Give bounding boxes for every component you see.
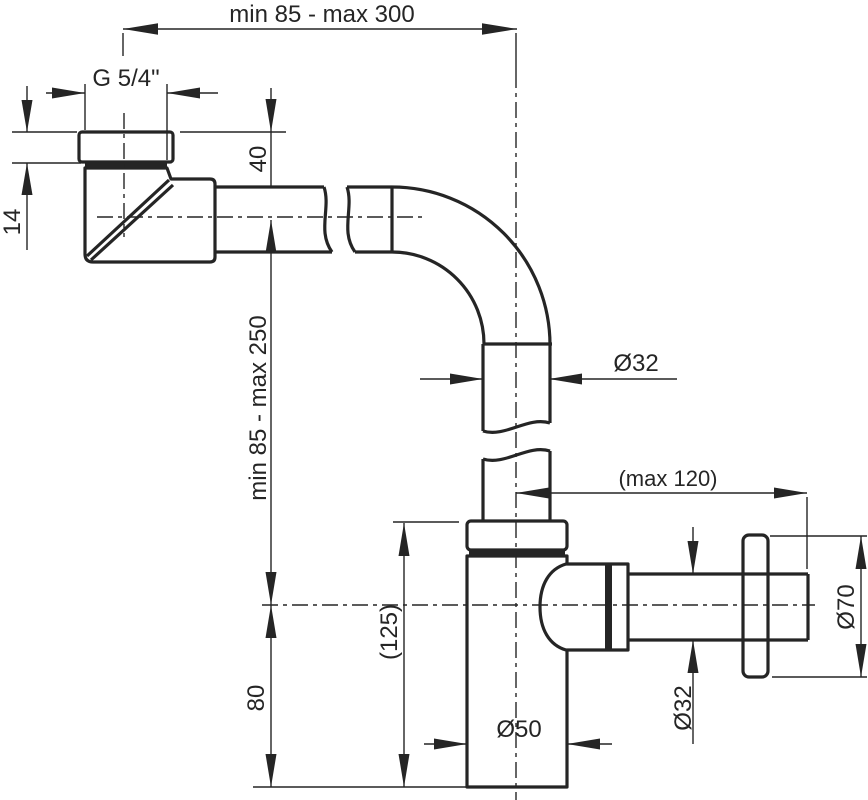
outlet-nut-seam [605, 564, 612, 650]
dim-80 [253, 605, 466, 788]
dim-40 [180, 88, 286, 187]
dimension-labels: min 85 - max 300 G 5/4" 40 14 min 85 - m… [0, 1, 860, 743]
arrowhead-bottom [855, 644, 867, 677]
label-outlet-axis-height: 80 [243, 685, 270, 712]
arrowhead-top [687, 541, 699, 574]
part-pipe-bend [391, 185, 552, 346]
arrowhead-right [482, 23, 517, 35]
label-outlet-diameter: Ø32 [670, 685, 697, 730]
arrowhead-right [774, 487, 807, 499]
inlet-elbow-body [83, 166, 217, 264]
arrowhead-right [167, 87, 200, 99]
arrowhead-top [265, 99, 277, 132]
dim-thread [46, 84, 218, 160]
trap-cap-nut [465, 519, 569, 552]
arrowhead-bottom [265, 572, 277, 605]
label-flange-diameter: Ø70 [833, 584, 860, 629]
dim-pipe-diameter [420, 373, 677, 385]
hpipe-break-line-2 [345, 186, 357, 253]
dim-outlet-diameter [687, 527, 699, 744]
arrowhead-bottom [265, 754, 277, 787]
part-inlet-elbow [77, 130, 217, 264]
outlet-housing [538, 562, 630, 652]
inlet-nut [77, 130, 175, 164]
hpipe-break-line-1 [322, 186, 334, 253]
arrowhead-left [52, 87, 85, 99]
bend-outer-arc [391, 185, 552, 346]
part-bottle-trap [465, 519, 810, 789]
label-span-top: min 85 - max 300 [229, 1, 414, 28]
arrowhead-right [567, 738, 600, 750]
arrowhead-left [123, 23, 158, 35]
part-horizontal-pipe [215, 185, 394, 254]
arrowhead-top [21, 100, 33, 132]
dim-trap-height [393, 521, 459, 787]
label-body-diameter: Ø50 [496, 716, 541, 743]
arrowhead-left [434, 738, 467, 750]
arrowhead-top-shared [265, 220, 277, 253]
arrowhead-left [450, 373, 483, 385]
trap-cap-gasket [469, 549, 565, 556]
label-wall-distance: (max 120) [618, 466, 717, 491]
arrowhead-bottom [687, 640, 699, 673]
dim-span-top [122, 23, 517, 56]
arrowhead-right [549, 373, 582, 385]
arrowhead-left [516, 487, 549, 499]
arrowhead-bottom [21, 163, 33, 195]
arrowhead-top [265, 605, 277, 638]
dim-flange-diameter [770, 535, 867, 678]
wall-flange [741, 533, 770, 679]
arrowhead-top [398, 523, 410, 556]
inlet-elbow-chamfer-line-1 [85, 178, 171, 258]
centerlines [97, 33, 815, 800]
label-thread-size: G 5/4" [92, 65, 159, 92]
label-inlet-height: 40 [245, 146, 272, 173]
dim-span-vertical [265, 220, 277, 787]
arrowhead-bottom [398, 754, 410, 787]
label-span-vertical: min 85 - max 250 [245, 315, 272, 500]
label-pipe-diameter: Ø32 [613, 350, 658, 377]
inlet-gasket [85, 161, 167, 169]
label-nut-height: 14 [0, 209, 26, 236]
dim-body-diameter [424, 738, 612, 750]
bend-inner-arc [391, 250, 486, 345]
arrowhead-top [855, 536, 867, 569]
dim-wall-distance [516, 487, 808, 569]
inlet-elbow-chamfer-line-2 [89, 183, 175, 262]
label-trap-height: (125) [376, 604, 403, 660]
dim-14 [12, 86, 81, 250]
